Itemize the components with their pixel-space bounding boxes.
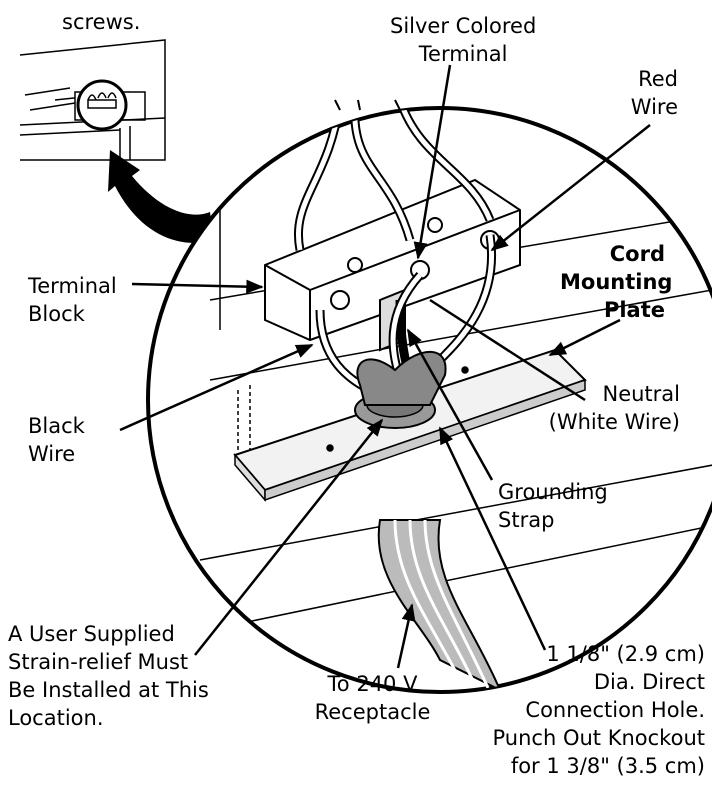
leader-lines bbox=[119, 64, 651, 669]
inset-magnify-circle bbox=[76, 79, 128, 131]
leader-connection-hole bbox=[438, 426, 547, 651]
leader-neutral bbox=[429, 298, 586, 402]
terminal-block-shape bbox=[264, 178, 521, 342]
label-neutral: Neutral(White Wire) bbox=[548, 382, 680, 434]
leader-black-wire bbox=[119, 343, 314, 432]
leader-red-wire bbox=[490, 124, 651, 252]
leader-silver-terminal bbox=[413, 64, 452, 260]
leader-cord-plate bbox=[548, 318, 621, 357]
leader-receptacle bbox=[396, 603, 416, 669]
inset-range-drawing bbox=[19, 39, 166, 161]
leader-terminal-block bbox=[131, 279, 264, 294]
magnified-view bbox=[146, 99, 712, 694]
header-fragment: screws. bbox=[62, 10, 141, 34]
leader-grounding bbox=[406, 328, 494, 481]
zoom-arrow bbox=[108, 150, 214, 243]
leader-strain-relief bbox=[194, 418, 384, 656]
